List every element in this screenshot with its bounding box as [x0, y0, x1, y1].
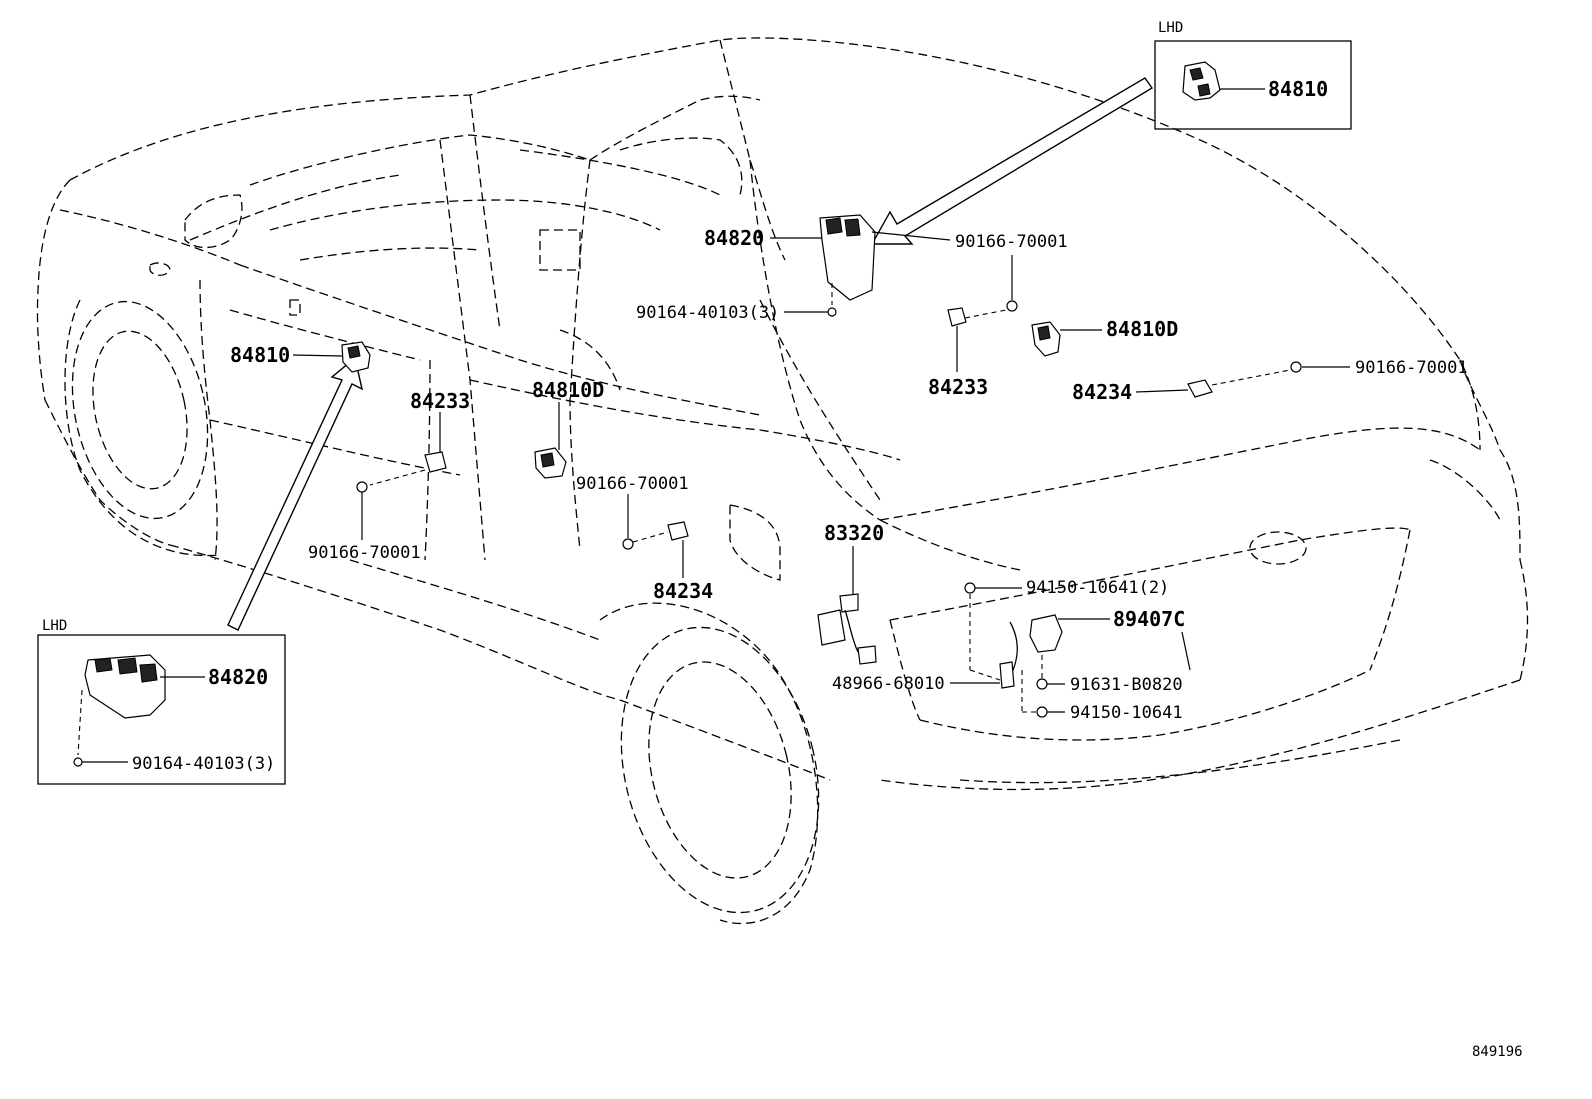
- part-label-91631-B0820: 91631-B0820: [1070, 675, 1183, 695]
- part-label-84234-center: 84234: [653, 579, 713, 603]
- arrow-upper-right: [870, 77, 1154, 245]
- part-label-84820-inset: 84820: [208, 665, 268, 689]
- master-switch-84820: 84820 90164-40103(3) 90166-70001: [636, 214, 1068, 323]
- center-switch-cluster: 84810D 90166-70001 84234: [532, 378, 713, 603]
- part-label-94150-10641-2: 94150-10641(2): [1026, 578, 1169, 598]
- lhd-inset-top-right: LHD 84810: [1154, 20, 1352, 130]
- part-label-48966-68010: 48966-68010: [832, 674, 945, 694]
- part-label-90164-40103: 90164-40103(3): [636, 303, 779, 323]
- diagram-number: 849196: [1472, 1044, 1523, 1060]
- lhd-label-top: LHD: [1158, 20, 1183, 36]
- lhd-inset-bottom-left: LHD 84820 90164-40103(3): [37, 618, 286, 785]
- left-front-switch-cluster: 84810 84233 90166-70001: [230, 341, 470, 563]
- part-label-90164-40103-inset: 90164-40103(3): [132, 754, 275, 774]
- part-label-89407C: 89407C: [1113, 607, 1185, 631]
- part-label-84234-right: 84234: [1072, 380, 1132, 404]
- part-label-84810D-center: 84810D: [532, 378, 604, 402]
- rear-harness-cluster: 83320 94150-10641(2) 89407C 48966-68010 …: [817, 521, 1191, 723]
- lhd-label-bottom: LHD: [42, 618, 67, 634]
- part-label-84810D-right: 84810D: [1106, 317, 1178, 341]
- part-label-84233-left: 84233: [410, 389, 470, 413]
- part-label-90166-70001-c: 90166-70001: [576, 474, 689, 494]
- part-label-90166-70001-d: 90166-70001: [308, 543, 421, 563]
- part-label-84810-left: 84810: [230, 343, 290, 367]
- sensor-89407C-icon: [1029, 614, 1063, 653]
- part-label-94150-10641: 94150-10641: [1070, 703, 1183, 723]
- part-label-84820: 84820: [704, 226, 764, 250]
- part-label-84810-inset: 84810: [1268, 77, 1328, 101]
- arrow-lower-left: [227, 356, 364, 631]
- pointer-arrows: [227, 77, 1154, 631]
- part-label-84233-right: 84233: [928, 375, 988, 399]
- car-body-outline: [36, 37, 1529, 925]
- part-label-83320: 83320: [824, 521, 884, 545]
- right-rear-switch-cluster: 84233 84810D 84234 90166-70001: [928, 255, 1468, 404]
- part-label-90166-70001-b: 90166-70001: [1355, 358, 1468, 378]
- part-label-90166-70001-a: 90166-70001: [955, 232, 1068, 252]
